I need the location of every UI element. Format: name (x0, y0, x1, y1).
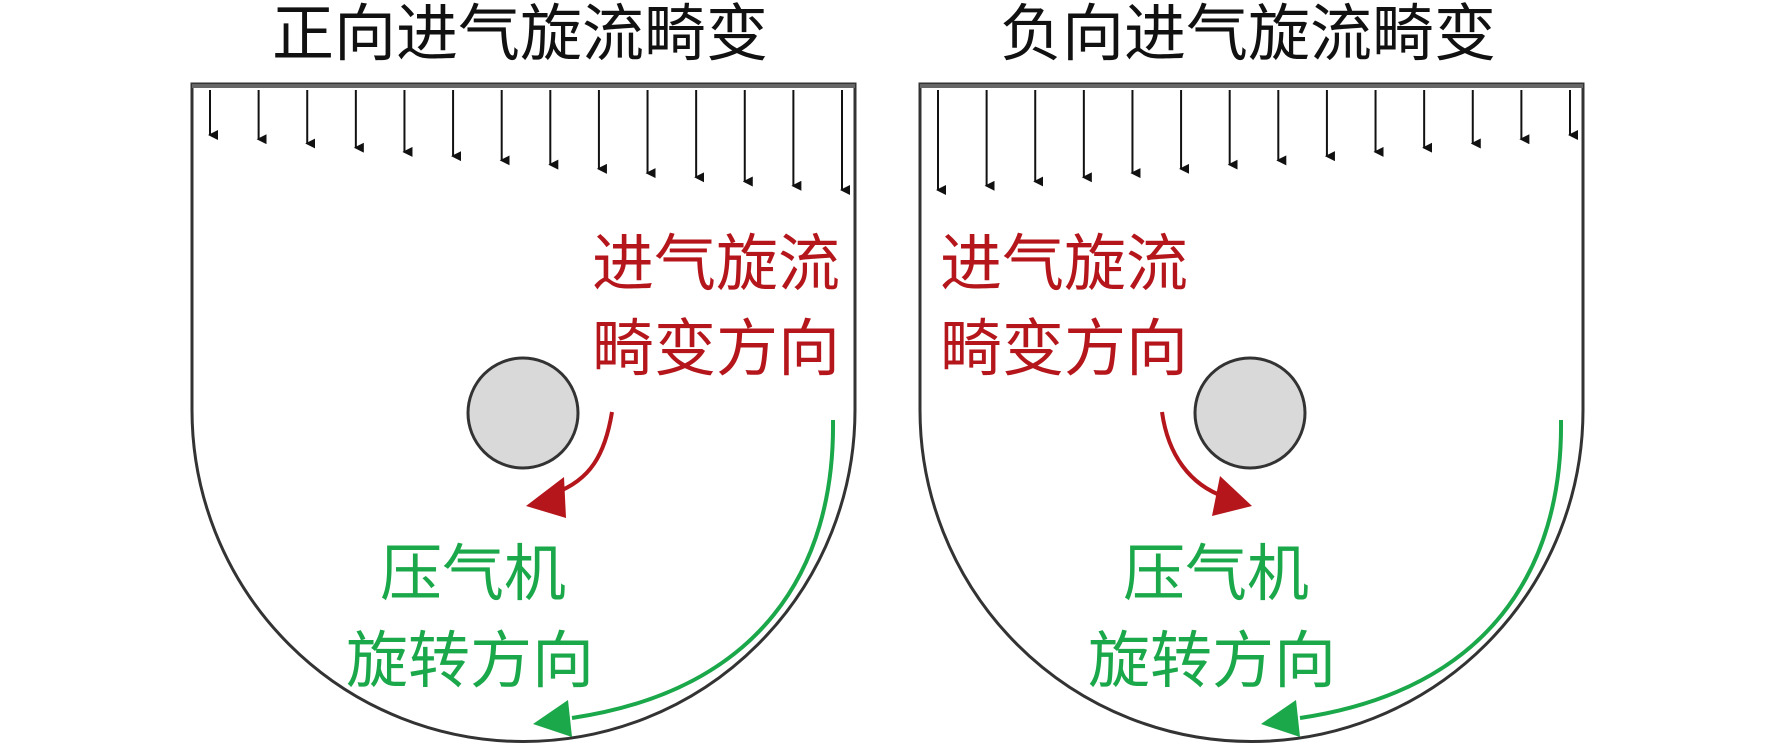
compressor-label-line1: 压气机 (1123, 537, 1309, 610)
panel-positive: 正向进气旋流畸变 进气旋流 畸变方向 压气机 旋转方向 (190, 0, 857, 743)
housing-outline (918, 82, 1585, 743)
compressor-rotation-arrow (533, 419, 836, 737)
distortion-direction-arrow (526, 411, 614, 518)
inlet-velocity-arrows (936, 90, 1578, 195)
hub-circle (1193, 356, 1307, 470)
distortion-label-line1: 进气旋流 (592, 227, 840, 300)
distortion-label-line2: 畸变方向 (592, 312, 840, 385)
hub-circle (466, 356, 580, 470)
distortion-direction-arrow (1160, 411, 1252, 516)
compressor-label-line2: 旋转方向 (346, 624, 594, 697)
distortion-label-line2: 畸变方向 (940, 312, 1188, 385)
housing-outline (190, 82, 857, 743)
panel-negative: 负向进气旋流畸变 进气旋流 畸变方向 压气机 旋转方向 (918, 0, 1585, 743)
panel-title: 负向进气旋流畸变 (1000, 0, 1496, 70)
inlet-velocity-arrows (208, 90, 850, 195)
distortion-label-line1: 进气旋流 (940, 227, 1188, 300)
panel-title: 正向进气旋流畸变 (272, 0, 768, 70)
compressor-label-line1: 压气机 (380, 537, 566, 610)
compressor-rotation-arrow (1261, 419, 1564, 737)
compressor-label-line2: 旋转方向 (1088, 624, 1336, 697)
